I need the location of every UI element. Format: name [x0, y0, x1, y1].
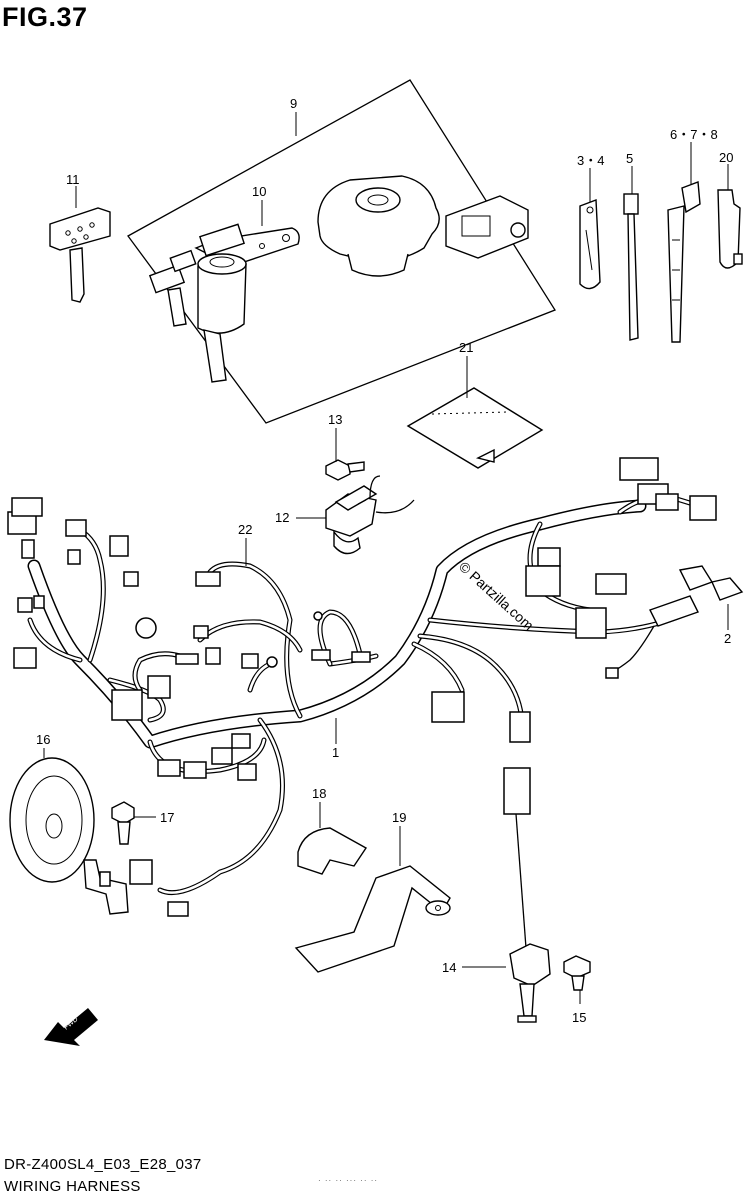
connector-block[interactable]	[689, 495, 717, 521]
connector-block[interactable]	[167, 901, 189, 917]
bracket-part-19[interactable]	[294, 865, 451, 973]
bolt-part-15[interactable]	[563, 955, 591, 991]
connector-block[interactable]	[537, 547, 561, 567]
callout-22: 22	[238, 522, 252, 537]
connector-block[interactable]	[595, 573, 627, 595]
figure-title: FIG.37	[2, 2, 88, 32]
connector-block[interactable]	[241, 653, 259, 669]
model-code: DR-Z400SL4_E03_E28_037	[4, 1156, 202, 1173]
fwd-arrow-icon: FWD	[44, 1008, 98, 1046]
connector-block[interactable]	[123, 571, 139, 587]
connector-block[interactable]	[11, 497, 43, 517]
callout-3-4: 3・4	[577, 153, 604, 168]
wiring-harness-diagram: © Partzilla.com FWD 9 10 11 3・4 5 6・7・8 …	[7, 79, 744, 1046]
connector-block[interactable]	[13, 647, 37, 669]
ignition-switch-part[interactable]	[148, 223, 300, 383]
callout-2: 2	[724, 631, 731, 646]
connector-block[interactable]	[195, 571, 221, 587]
callout-21: 21	[459, 340, 473, 355]
callout-19: 19	[392, 810, 406, 825]
callout-13: 13	[328, 412, 342, 427]
connector-block[interactable]	[157, 759, 181, 777]
clamp-part-3-4[interactable]	[579, 199, 601, 290]
callout-numbers: 9 10 11 3・4 5 6・7・8 20 21 13 12 22 1 2 1…	[36, 96, 733, 1025]
connector-block[interactable]	[525, 565, 561, 597]
clamp-part-20[interactable]	[717, 189, 743, 269]
callout-18: 18	[312, 786, 326, 801]
callout-11: 11	[66, 172, 80, 187]
connector-block[interactable]	[655, 493, 679, 511]
callout-20: 20	[719, 150, 733, 165]
connector-block[interactable]	[129, 859, 153, 885]
bolt-part-17[interactable]	[111, 801, 135, 845]
ring-terminal[interactable]	[313, 611, 323, 621]
connector-pin[interactable]	[311, 649, 331, 661]
footer-marks: · ·· ·· ··· ·· ··	[318, 1176, 379, 1185]
connector-block[interactable]	[109, 535, 129, 557]
callout-17: 17	[160, 810, 174, 825]
section-title: WIRING HARNESS	[4, 1178, 141, 1195]
callout-15: 15	[572, 1010, 586, 1025]
callout-5: 5	[626, 151, 633, 166]
connector-block[interactable]	[193, 625, 209, 639]
connector-block[interactable]	[65, 519, 87, 537]
callout-14: 14	[442, 960, 456, 975]
connector-block[interactable]	[509, 711, 531, 743]
connector-block[interactable]	[237, 763, 257, 781]
fuse-holder-part-2[interactable]	[605, 565, 744, 679]
sensor-part-12[interactable]	[325, 475, 415, 555]
callout-12: 12	[275, 510, 289, 525]
connector-pin[interactable]	[175, 653, 199, 665]
connector-block[interactable]	[111, 689, 143, 721]
connector-block[interactable]	[33, 595, 45, 609]
callout-10: 10	[252, 184, 266, 199]
horn-part-16[interactable]	[9, 757, 129, 915]
label-sheet-part-21[interactable]	[406, 387, 544, 469]
connector-block[interactable]	[575, 607, 607, 639]
harness-connectors	[7, 457, 717, 917]
callout-1: 1	[332, 745, 339, 760]
bracket-part-18[interactable]	[297, 827, 368, 875]
bolt-part-13[interactable]	[325, 459, 365, 481]
callout-9: 9	[290, 96, 297, 111]
connector-block[interactable]	[147, 675, 171, 699]
switch-part-14[interactable]	[503, 767, 551, 1023]
cable-tie-part-5[interactable]	[623, 193, 639, 341]
callout-16: 16	[36, 732, 50, 747]
fuel-cap-part[interactable]	[317, 175, 440, 277]
connector-pin[interactable]	[351, 651, 371, 663]
connector-block[interactable]	[431, 691, 465, 723]
connector-block[interactable]	[17, 597, 33, 613]
connector-block[interactable]	[183, 761, 207, 779]
callout-6-7-8: 6・7・8	[670, 127, 718, 142]
clamp-band-part-6-7-8[interactable]	[667, 181, 701, 343]
connector-block[interactable]	[205, 647, 221, 665]
ring-terminal[interactable]	[266, 656, 278, 668]
connector-block[interactable]	[619, 457, 659, 481]
connector-block[interactable]	[67, 549, 81, 565]
seat-lock-part[interactable]	[445, 195, 529, 259]
connector-block[interactable]	[21, 539, 35, 559]
leader-lines	[43, 112, 729, 1004]
connector-block[interactable]	[211, 747, 233, 765]
key-part[interactable]	[49, 207, 111, 303]
connector-block[interactable]	[231, 733, 251, 749]
connector-round[interactable]	[135, 617, 157, 639]
